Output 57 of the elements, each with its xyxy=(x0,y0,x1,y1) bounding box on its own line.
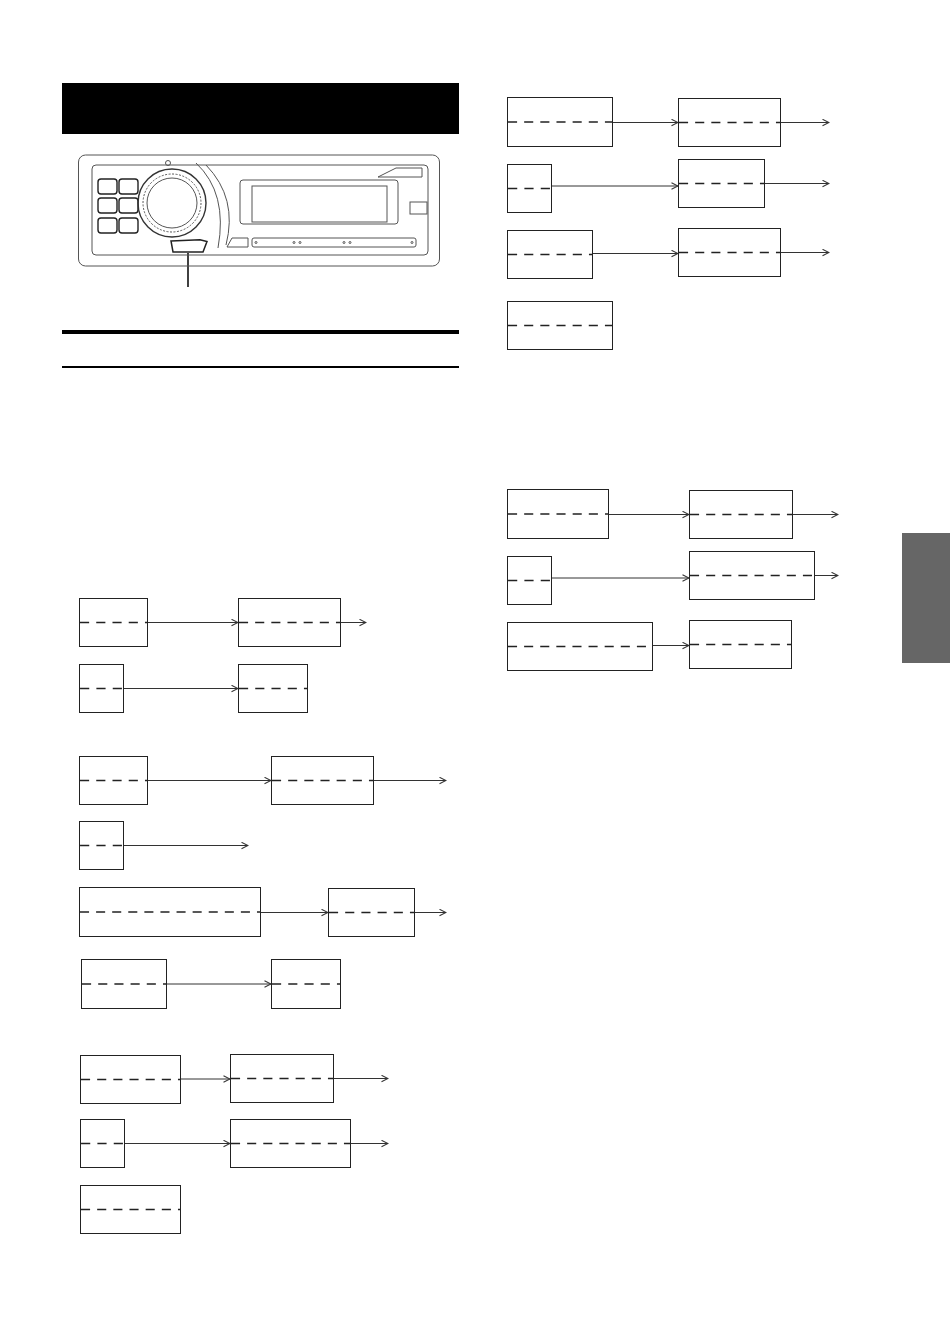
display-box xyxy=(328,888,415,937)
display-box xyxy=(689,490,793,539)
display-box xyxy=(678,159,765,208)
display-box xyxy=(80,1119,125,1168)
side-tab xyxy=(902,533,950,663)
car-stereo-drawing xyxy=(78,153,440,270)
arrow xyxy=(792,510,839,519)
arrow xyxy=(333,1074,389,1083)
arrow xyxy=(592,249,679,258)
arrow xyxy=(123,841,249,850)
display-box xyxy=(230,1054,334,1103)
arrow xyxy=(414,908,447,917)
display-box xyxy=(80,1055,181,1104)
display-box xyxy=(678,98,781,147)
display-box xyxy=(79,664,124,713)
display-box xyxy=(230,1119,351,1168)
display-box xyxy=(689,620,792,669)
arrow xyxy=(780,248,830,257)
display-box xyxy=(238,598,341,647)
display-box xyxy=(507,556,552,605)
arrow xyxy=(608,510,690,519)
display-box xyxy=(507,164,552,213)
display-box xyxy=(271,756,374,805)
display-box xyxy=(271,959,341,1009)
display-box xyxy=(507,489,609,539)
arrow xyxy=(652,641,690,650)
arrow xyxy=(373,776,447,785)
arrow xyxy=(180,1075,231,1083)
display-box xyxy=(81,959,167,1009)
arrow xyxy=(124,1139,231,1148)
arrow xyxy=(147,618,239,627)
arrow xyxy=(814,571,839,580)
arrow xyxy=(260,908,329,917)
display-box xyxy=(80,1185,181,1234)
arrow xyxy=(612,118,679,127)
arrow xyxy=(340,618,367,627)
display-box xyxy=(79,887,261,937)
display-box xyxy=(238,664,308,713)
display-box xyxy=(507,230,593,279)
display-box xyxy=(507,97,613,147)
display-box xyxy=(507,622,653,671)
arrow xyxy=(551,574,690,582)
arrow xyxy=(780,118,830,127)
leader-line xyxy=(187,252,189,288)
display-box xyxy=(79,598,148,647)
display-box xyxy=(79,821,124,870)
arrow xyxy=(350,1139,389,1148)
display-box xyxy=(507,301,613,350)
display-box xyxy=(79,756,148,805)
arrow xyxy=(147,776,272,785)
arrow xyxy=(166,980,272,988)
button xyxy=(170,239,208,253)
display-box xyxy=(678,228,781,277)
display-box xyxy=(689,551,815,600)
arrow xyxy=(764,179,830,188)
arrow xyxy=(123,684,239,693)
arrow xyxy=(551,182,679,190)
